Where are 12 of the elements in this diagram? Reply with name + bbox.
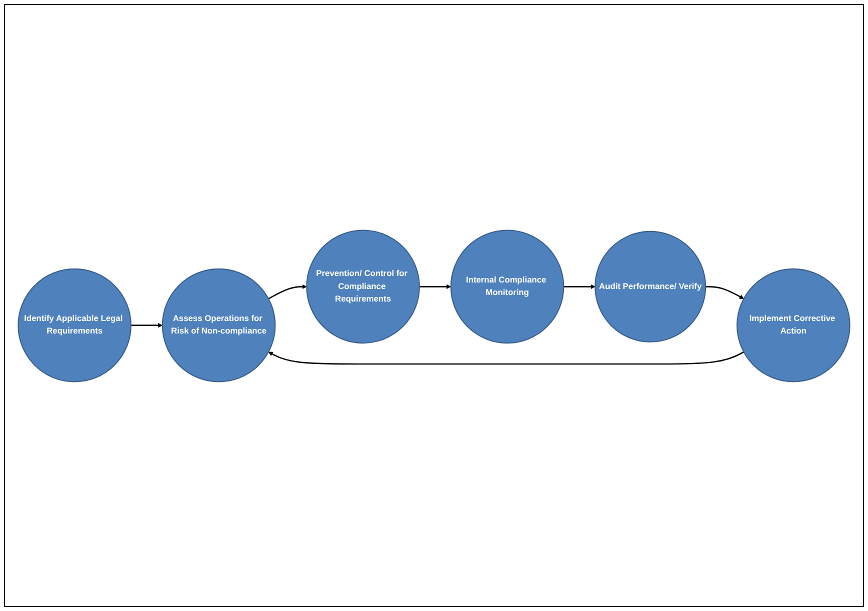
node-circle: Assess Operations for Risk of Non-compliance [162,268,276,382]
arrow [419,284,452,288]
node-circle: Prevention/ Control for Compliance Requirements [306,229,420,344]
arrow [706,286,744,298]
node-circle: Identify Applicable Legal Requirements [18,268,132,382]
node-circle: Audit Performance/ Verify [594,230,706,342]
arrow [268,350,744,364]
arrow [130,322,163,328]
node-circle: Internal Compliance Monitoring [450,229,564,344]
arrow [268,284,307,299]
arrow [564,284,596,288]
node-circle: Implement Corrective Action [736,268,850,382]
